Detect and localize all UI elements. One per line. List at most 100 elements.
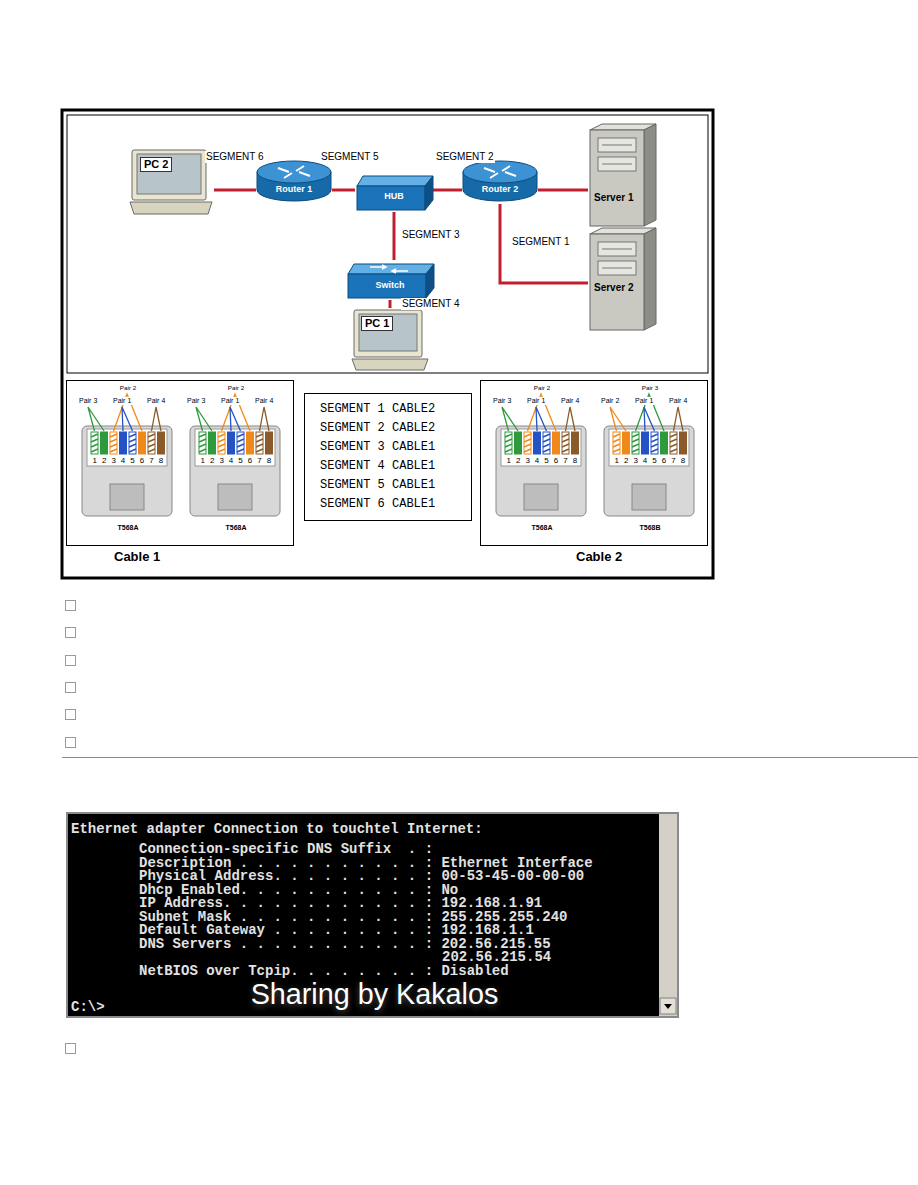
wire-stripe [218,434,225,437]
pair-lead [610,407,626,431]
wire-stripe [110,449,117,452]
console-line: Dhcp Enabled. . . . . . . . . . . : No [139,883,458,897]
wire [256,432,263,454]
pair-lead [644,407,655,431]
device-label: PC 1 [361,316,393,331]
scroll-button [660,998,676,1014]
jack-latch [524,484,558,510]
console-line: Default Gateway . . . . . . . . . : 192.… [139,923,534,937]
wire-stripe [237,449,244,452]
wire [543,432,550,454]
wire [642,432,649,454]
table-row: SEGMENT 5 CABLE1 [320,479,435,493]
jack-latch [110,484,144,510]
wire-stripe [613,444,620,447]
console-line: Physical Address. . . . . . . . . : 00-5… [139,869,584,883]
hub-drawing [355,168,433,212]
checkbox [66,628,76,638]
router-icon: Router 1 [256,160,332,204]
server-side [644,124,656,226]
wire-stripe [651,439,658,442]
panel-border [67,381,294,546]
console-window: Ethernet adapter Connection to touchtel … [66,812,679,1018]
wire-stripe [129,444,136,447]
monitor [354,310,422,357]
wire-stripe [562,444,569,447]
monitor [132,150,206,200]
wire-stripe [91,439,98,442]
router-drawing [256,160,332,204]
wire [228,432,235,454]
wire-stripe [129,439,136,442]
table-row: SEGMENT 2 CABLE2 [320,422,435,436]
wire-stripe [613,439,620,442]
wire-stripe [505,439,512,442]
wire-stripe [651,449,658,452]
server-drawing [588,228,658,332]
wire-stripe [670,439,677,442]
wire-stripe [110,444,117,447]
console-line: Sharing by Kakalos [68,980,681,1009]
wire-stripe [562,434,569,437]
segment-table: SEGMENT 1 CABLE2SEGMENT 2 CABLE2SEGMENT … [304,393,472,521]
wire [158,432,165,454]
connector-label: Pair 4 [146,397,166,405]
wire [623,432,630,454]
top-face [348,264,434,274]
connector-label: Pair 3 [596,384,704,391]
separator-rule [62,757,918,758]
drive-slot [602,268,632,269]
wire-stripe [199,434,206,437]
pair-lead [566,407,576,431]
console-line: C:\> [71,1000,105,1014]
device-label: Server 1 [594,192,633,204]
segment-label: SEGMENT 5 [320,151,380,163]
panel-caption: Cable 1 [114,550,160,565]
wire [534,432,541,454]
panel-caption: Cable 2 [576,550,622,565]
table-row: SEGMENT 6 CABLE1 [320,498,435,512]
computer-icon: PC 1 [350,308,430,372]
connector-label: Pair 2 [182,384,290,391]
pair-lead [260,407,270,431]
console-line: Connection-specific DNS Suffix . : [139,842,433,856]
device-label: HUB [355,191,433,201]
segment-label: SEGMENT 4 [401,298,461,310]
wire [218,432,225,454]
console-line: IP Address. . . . . . . . . . . . : 192.… [139,896,542,910]
wire-stripe [613,449,620,452]
segment-label: SEGMENT 6 [205,151,265,163]
wire [91,432,98,454]
wire-stripe [148,439,155,442]
wire-stripe [218,439,225,442]
wire-stripe [256,434,263,437]
panel-border [481,381,708,546]
device-label: Router 1 [256,184,332,194]
wire-stripe [129,434,136,437]
wire-stripe [524,444,531,447]
connector-label: 12345678 [507,456,583,465]
device-label: Switch [346,280,434,290]
wire-stripe [632,444,639,447]
router-arrows [278,166,310,178]
jack-body [82,426,172,516]
checkbox [66,656,76,666]
connector-label: Pair 4 [254,397,274,405]
cable-segment [538,189,588,192]
rj45-connector: Pair 2Pair 3Pair 1Pair 412345678T568A [74,384,180,540]
pair-lead [674,407,684,431]
wire-stripe [91,444,98,447]
cable-segment [433,189,462,192]
router-top [463,161,537,183]
jack-body [604,426,694,516]
rj45-connector: Pair 2Pair 3Pair 1Pair 412345678T568A [488,384,594,540]
segment-label: SEGMENT 3 [401,229,461,241]
wire [661,432,668,454]
checkbox [66,1044,76,1054]
drive-slot [602,145,632,146]
wire-stripe [199,449,206,452]
wire-stripe [543,449,550,452]
wire [110,432,117,454]
side-face [425,176,433,210]
cable-segment [500,204,588,283]
